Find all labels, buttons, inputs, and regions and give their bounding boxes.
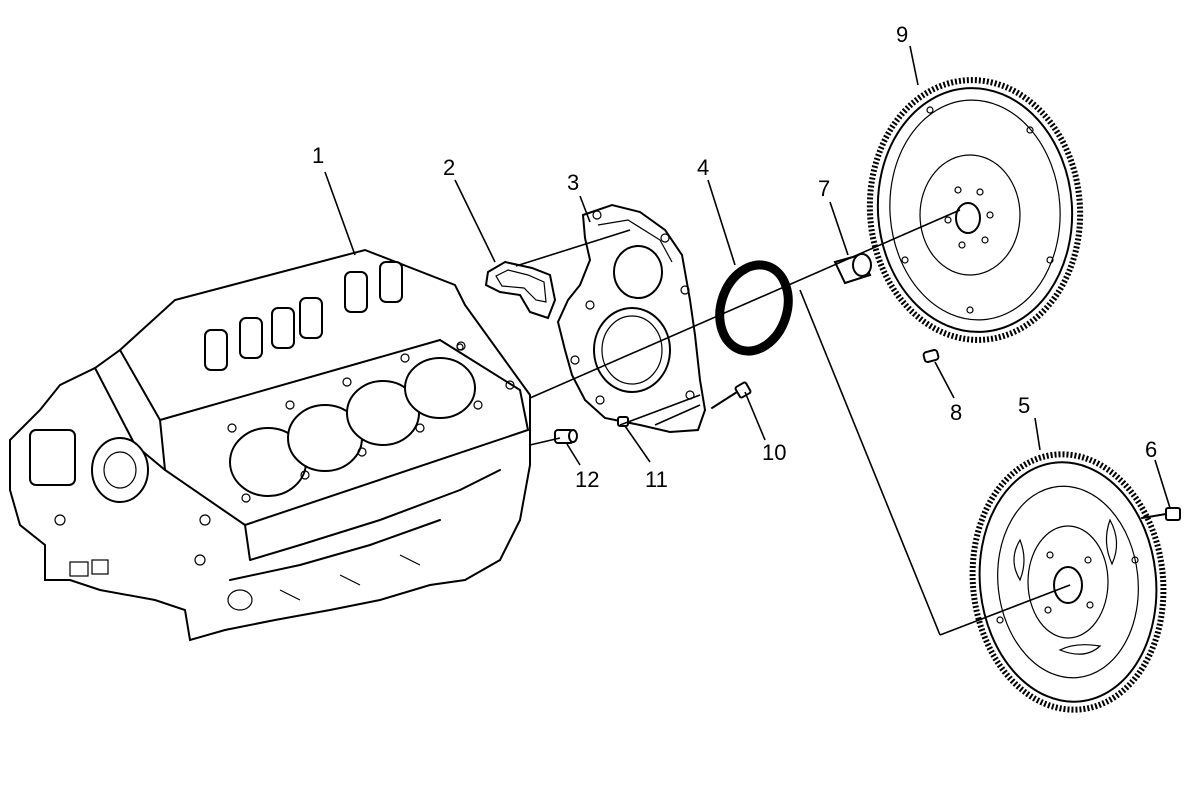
block-dowel-pin — [554, 429, 578, 444]
rear-cover-gasket — [484, 260, 557, 320]
callout-12: 12 — [575, 467, 599, 492]
pilot-pin — [922, 349, 940, 363]
callout-9: 9 — [896, 22, 908, 47]
callout-1: 1 — [312, 143, 324, 168]
spacer-bushing — [833, 253, 872, 285]
cover-bolt — [711, 381, 752, 409]
engine-block — [9, 248, 531, 642]
flexplate-bolt — [1141, 507, 1181, 521]
flywheel — [866, 77, 1084, 343]
callout-11: 11 — [645, 467, 668, 492]
flexplate — [969, 451, 1167, 713]
callout-3: 3 — [567, 170, 579, 195]
rear-cover — [556, 203, 707, 434]
assembly-lines — [515, 209, 1071, 636]
callout-leaders — [324, 45, 1171, 509]
callout-5: 5 — [1018, 393, 1030, 418]
callout-6: 6 — [1145, 437, 1157, 462]
callout-2: 2 — [443, 155, 455, 180]
rear-main-seal — [715, 260, 793, 356]
callout-7: 7 — [818, 176, 830, 201]
callout-4: 4 — [697, 155, 709, 180]
callout-10: 10 — [762, 440, 786, 465]
callout-8: 8 — [950, 400, 962, 425]
